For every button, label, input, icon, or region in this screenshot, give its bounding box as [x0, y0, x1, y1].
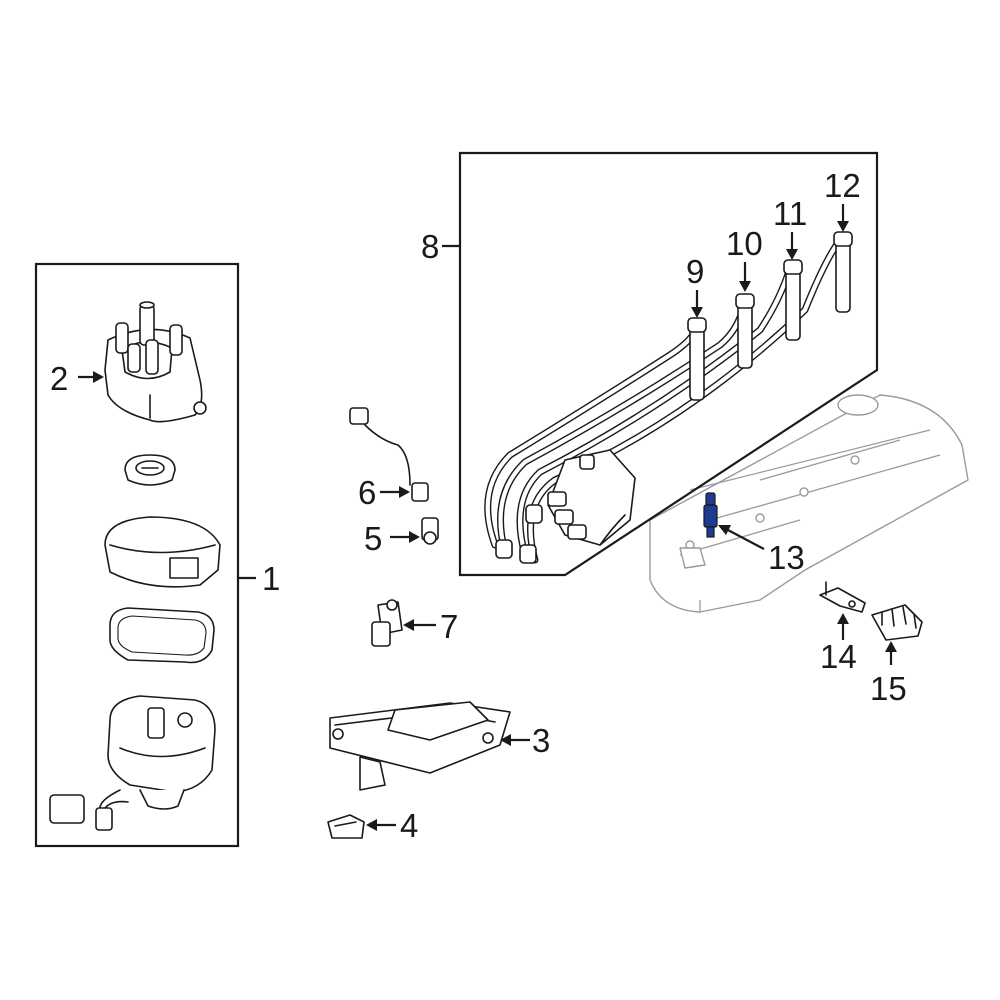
distributor-housing: [49, 695, 216, 831]
callout-5-arrowhead: [409, 531, 420, 543]
pad-part: [327, 814, 365, 839]
callout-13-arrowhead: [718, 525, 731, 535]
callout-7-arrowhead: [403, 619, 414, 631]
distributor-rotor: [124, 454, 176, 486]
callout-4-arrowhead: [366, 819, 377, 831]
cap-gasket: [109, 607, 215, 664]
callout-7: 7: [440, 608, 458, 645]
distributor-cap: [104, 301, 207, 423]
callout-5: 5: [364, 520, 382, 557]
callout-8: 8: [421, 228, 439, 265]
callout-14: 14: [820, 638, 857, 675]
cam-position-sensor: [371, 599, 403, 647]
small-sensor: [421, 517, 439, 545]
spark-plug-wire-set-frame: [458, 151, 879, 577]
callout-2-arrowhead: [93, 371, 104, 383]
valve-cover-ghost: [649, 394, 969, 613]
distributor-with-wires: [547, 449, 636, 546]
callout-9: 9: [686, 253, 704, 290]
distributor-assembly-frame: [34, 262, 240, 848]
spark-plug: [703, 492, 718, 538]
wire-bracket: [819, 581, 866, 613]
callout-15-arrowhead: [885, 641, 897, 652]
ignition-module-bracket: [329, 701, 511, 791]
callout-9-arrowhead: [691, 307, 703, 318]
callout-11: 11: [773, 195, 807, 232]
callout-15: 15: [870, 670, 907, 707]
rotor-shield: [104, 516, 221, 588]
callout-10: 10: [726, 225, 763, 262]
callout-3: 3: [532, 722, 550, 759]
callout-3-arrowhead: [500, 734, 511, 746]
callout-10-arrowhead: [739, 281, 751, 292]
callout-1: 1: [262, 560, 280, 597]
wire-holder: [871, 604, 923, 641]
callout-2: 2: [50, 360, 68, 397]
callout-12: 12: [824, 167, 861, 204]
callout-12-arrowhead: [837, 221, 849, 232]
callout-11-arrowhead: [786, 249, 798, 260]
callout-14-arrowhead: [837, 613, 849, 624]
sensor-harness: [349, 407, 429, 502]
callout-4: 4: [400, 807, 418, 844]
callout-6-arrowhead: [399, 486, 410, 498]
callout-13-leader: [725, 528, 765, 550]
callout-6: 6: [358, 474, 376, 511]
callout-13: 13: [768, 539, 805, 576]
spark-plug-wires: [484, 231, 853, 564]
